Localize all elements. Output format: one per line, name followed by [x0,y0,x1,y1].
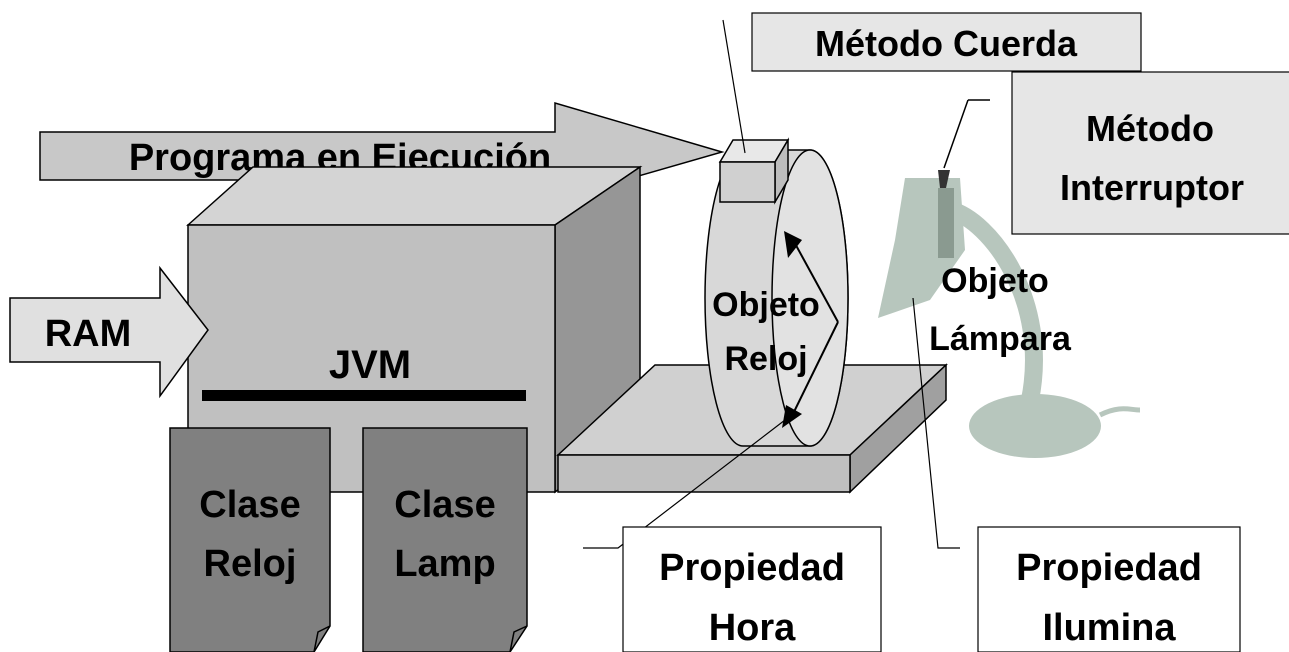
class-lamp-label-1: Clase [394,484,495,526]
property-hora-label-2: Hora [709,607,796,649]
property-ilumina-label-1: Propiedad [1016,547,1202,589]
clock-object-cylinder: Objeto Reloj [704,137,849,447]
method-interruptor-label-1: Método [1086,108,1214,149]
object-reloj-label-2: Reloj [724,340,807,378]
class-reloj-label-2: Reloj [204,543,297,585]
object-lampara-label-1: Objeto [941,262,1049,300]
object-reloj-label-1: Objeto [712,286,820,324]
jvm-bar [202,390,526,401]
callout-propiedad-hora: Propiedad Hora [583,419,882,652]
method-cuerda-label: Método Cuerda [815,23,1078,64]
callout-propiedad-ilumina: Propiedad Ilumina [912,297,1241,652]
class-reloj-label-1: Clase [199,484,300,526]
clock-hand-lower [789,321,839,421]
method-interruptor-label-2: Interruptor [1060,167,1244,208]
callout-metodo-cuerda: Método Cuerda [722,12,1142,154]
lamp-image: Objeto Lámpara [878,99,1141,458]
lamp-switch-icon [938,170,950,188]
ram-arrow: RAM [9,265,209,399]
property-hora-label-1: Propiedad [659,547,845,589]
property-ilumina-label-2: Ilumina [1042,607,1176,649]
object-lampara-label-2: Lámpara [929,320,1072,358]
class-reloj-document: Clase Reloj [169,427,331,652]
ram-label: RAM [45,313,132,355]
class-lamp-document: Clase Lamp [362,427,528,652]
callout-metodo-interruptor: Método Interruptor [1011,71,1289,235]
clock-hand-upper [791,237,839,323]
jvm-label: JVM [329,343,411,387]
class-lamp-label-2: Lamp [394,543,495,585]
